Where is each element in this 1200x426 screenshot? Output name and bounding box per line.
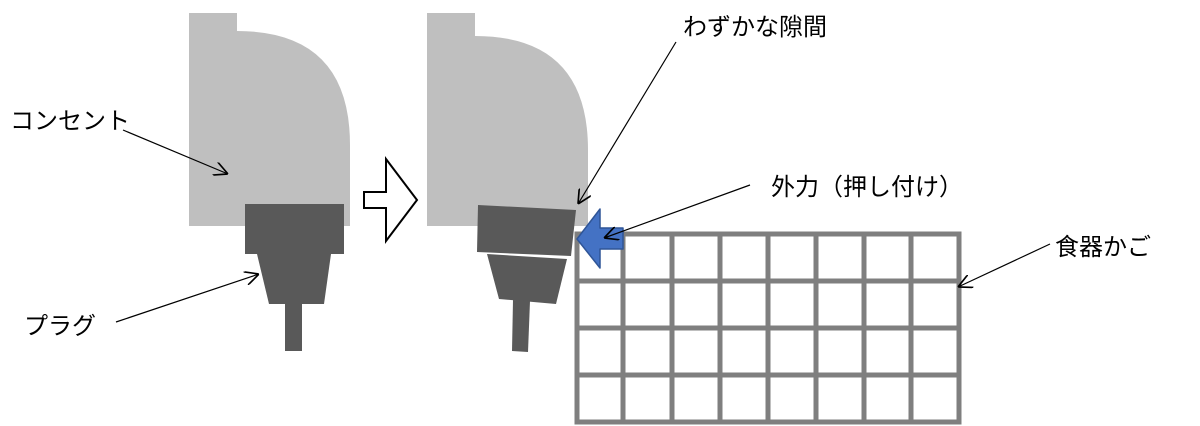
plug-pushed-cord: [512, 300, 530, 352]
leader-line-plug: [115, 274, 259, 323]
leader-line-force: [604, 184, 751, 238]
leader-line-basket: [958, 243, 1051, 287]
dish-basket-grid: [574, 231, 962, 425]
dish-basket-label: 食器かご: [1055, 233, 1151, 261]
plug-normal-head: [245, 204, 344, 254]
leader-line-gap: [578, 41, 677, 204]
plug-normal: [245, 204, 344, 351]
gap-label: わずかな隙間: [683, 13, 827, 41]
outlet-normal-body: [189, 13, 350, 226]
outlet-label: コンセント: [10, 107, 130, 135]
hollow-right-arrow-icon: [363, 156, 419, 244]
leader-line-outlet: [122, 129, 228, 174]
plug-normal-grip: [257, 254, 331, 304]
plug-pushed-head: [477, 205, 576, 256]
plug-normal-cord: [285, 304, 302, 351]
plug-pushed-grip: [487, 254, 567, 304]
outlet-pushed-body: [427, 13, 588, 226]
plug-label: プラグ: [24, 312, 96, 340]
outlet-normal: [189, 13, 350, 226]
plug-pushed: [477, 205, 576, 352]
external-force-label: 外力（押し付け）: [771, 173, 963, 201]
blue-left-arrow-icon: [576, 208, 624, 269]
outlet-pushed: [427, 13, 588, 226]
